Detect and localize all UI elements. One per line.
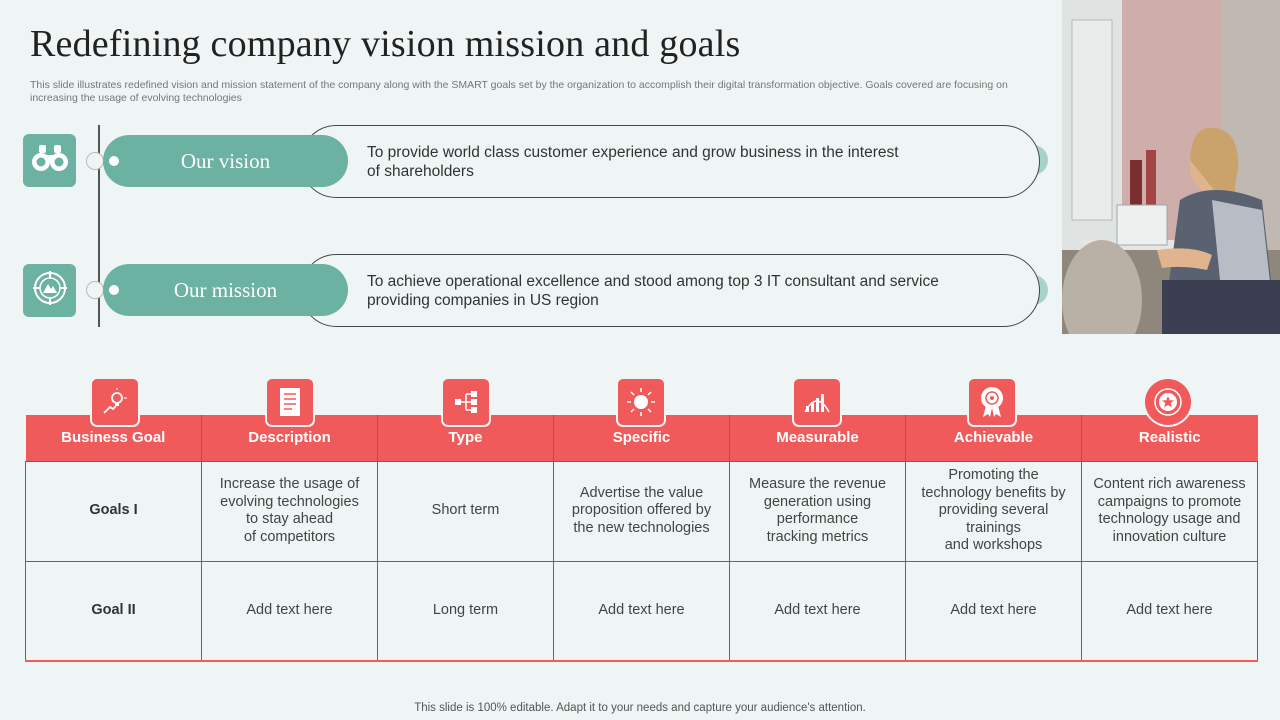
sun-target-icon xyxy=(618,379,664,425)
achievable-cell: Promoting the technology benefits by pro… xyxy=(905,460,1082,562)
cell-line: Measure the revenue xyxy=(748,476,887,492)
page-title: Redefining company vision mission and go… xyxy=(30,23,741,65)
goal-cell: Goal II xyxy=(25,560,202,662)
timeline-line xyxy=(98,125,100,327)
cell-line: technology usage and xyxy=(1098,511,1241,527)
vision-connector xyxy=(86,152,104,170)
office-woman-photo xyxy=(1062,0,1280,334)
mission-dot xyxy=(109,285,119,295)
award-icon xyxy=(969,379,1015,425)
document-icon xyxy=(267,379,313,425)
mission-statement-line: providing companies in US region xyxy=(367,292,599,309)
measurable-cell: Measure the revenue generation using per… xyxy=(729,460,906,562)
vision-pill: Our vision xyxy=(103,135,348,187)
achievable-cell: Add text here xyxy=(905,560,1082,662)
cell-line: tracking metrics xyxy=(766,528,869,545)
cell-line: campaigns to promote xyxy=(1097,493,1242,510)
goal-cell: Goals I xyxy=(25,460,202,562)
cell-line: Advertise the value xyxy=(579,484,704,501)
vision-icon-box xyxy=(23,134,76,187)
cell-line: of competitors xyxy=(243,528,336,545)
cell-line: innovation culture xyxy=(1112,528,1227,545)
cell-line: to stay ahead xyxy=(245,511,334,527)
smart-goals-table: Business Goal Description Type Specific … xyxy=(25,415,1258,662)
table-row: Goal II Add text here Long term Add text… xyxy=(25,560,1258,662)
mission-statement-line: To achieve operational excellence and st… xyxy=(367,273,939,290)
realistic-cell: Add text here xyxy=(1081,560,1258,662)
mission-statement: To achieve operational excellence and st… xyxy=(367,272,967,310)
type-cell: Long term xyxy=(377,560,554,662)
description-cell: Increase the usage of evolving technolog… xyxy=(201,460,378,562)
vision-statement: To provide world class customer experien… xyxy=(367,143,967,181)
header-measurable: Measurable xyxy=(729,415,906,461)
footer-note: This slide is 100% editable. Adapt it to… xyxy=(414,702,866,714)
star-badge-icon xyxy=(1145,379,1191,425)
mission-icon-box xyxy=(23,264,76,317)
mission-label: Our mission xyxy=(173,277,278,302)
vision-statement-line: of shareholders xyxy=(367,163,474,180)
cell-line: the new technologies xyxy=(573,519,710,536)
cell-line: technology benefits by xyxy=(921,484,1066,501)
cell-line: generation using xyxy=(763,493,872,510)
description-cell: Add text here xyxy=(201,560,378,662)
cell-line: evolving technologies xyxy=(220,493,359,510)
vision-dot xyxy=(109,156,119,166)
cell-line: trainings xyxy=(966,519,1021,536)
table-row: Goals I Increase the usage of evolving t… xyxy=(25,460,1258,562)
target-icon xyxy=(32,270,68,311)
cell-line: and workshops xyxy=(944,537,1043,554)
hierarchy-icon xyxy=(443,379,489,425)
mission-statement-frame xyxy=(300,254,1040,327)
type-cell: Short term xyxy=(377,460,554,562)
measurable-cell: Add text here xyxy=(729,560,906,662)
specific-cell: Add text here xyxy=(553,560,730,662)
cell-line: Promoting the xyxy=(948,467,1039,484)
vision-statement-line: To provide world class customer experien… xyxy=(367,144,899,161)
binoculars-icon xyxy=(31,143,69,178)
lightbulb-growth-icon xyxy=(92,379,138,425)
page-subtitle: This slide illustrates redefined vision … xyxy=(30,79,1008,104)
specific-cell: Advertise the value proposition offered … xyxy=(553,460,730,562)
cell-line: proposition offered by xyxy=(571,502,712,519)
cell-line: performance xyxy=(776,511,859,527)
cell-line: Increase the usage of xyxy=(219,476,360,492)
vision-statement-frame xyxy=(300,125,1040,198)
gauge-icon xyxy=(794,379,840,425)
mission-connector xyxy=(86,281,104,299)
realistic-cell: Content rich awareness campaigns to prom… xyxy=(1081,460,1258,562)
cell-line: Content rich awareness xyxy=(1093,476,1246,492)
mission-pill: Our mission xyxy=(103,264,348,316)
cell-line: providing several xyxy=(938,502,1049,519)
vision-label: Our vision xyxy=(180,148,271,173)
